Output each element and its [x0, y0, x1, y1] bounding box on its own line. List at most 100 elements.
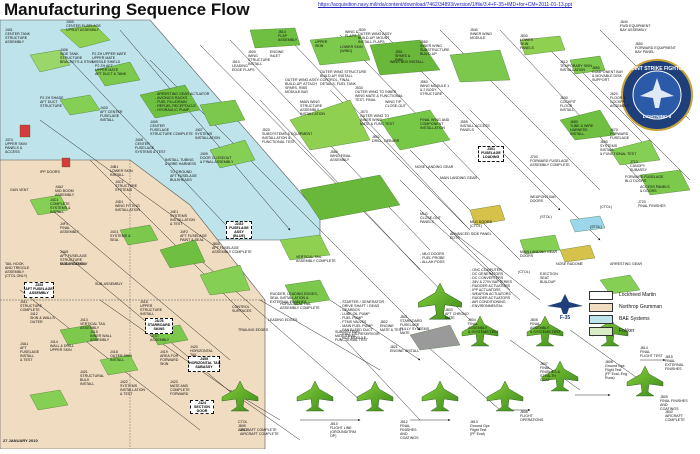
process-label: J600 LOWER SKIN PANELS — [520, 34, 534, 50]
process-label: J814 FINAL FLIGHT TEST — [640, 346, 663, 358]
process-label: J807 FINAL FINISHES & STEALTH COAT — [540, 362, 560, 382]
process-label: J4A5 AFT FUSELAGE STRUCTURE MODIFICATION — [60, 250, 87, 266]
process-label: J610 TEMPORARY SKIN INSTALLATION — [560, 60, 593, 72]
fwd-part-4 — [609, 139, 661, 166]
process-label: TO GROUND AFT FUSELAGE BULKHEADS — [170, 170, 197, 182]
process-label: J421 STRUCTURAL BULK INSTALL — [80, 370, 105, 386]
process-label: J815 FINAL EXTERNAL FINISHES — [665, 355, 684, 371]
wing-part-6 — [379, 109, 451, 151]
process-label: J409 DOOR CLOSEOUT & FINAL ASSEMBLY — [200, 152, 234, 164]
process-label: FORWARD FUSELAGE BLG DOORS — [625, 175, 664, 183]
process-label: RUDDER, LEADING EDGES, SEAL INSTALLATION… — [270, 292, 318, 304]
process-label: (CTOL) — [518, 270, 530, 274]
process-label: CONTROL SURFACES — [232, 305, 252, 313]
process-label: P2 ZH AFT UPPER MATE AFT DUCT & TANK — [95, 64, 127, 76]
center-fuselage-part — [59, 24, 111, 49]
wing-part-2 — [309, 34, 371, 66]
process-label: J412 SKIN & WALLS OUTER — [30, 312, 55, 324]
aft-duct-part — [59, 94, 101, 116]
legend-item: Northrop Grumman — [589, 302, 697, 312]
process-label: OUTER WING ASSY: BUILD-UP, ATTACH SPARS,… — [285, 78, 320, 94]
process-label: J408 CENTER FUSELAGE SYSTEMS & TEST — [135, 138, 166, 154]
process-label: J405 CENTER FUSELAGE STRUCTURE COMPLETE — [150, 120, 193, 136]
tail-part-1 — [279, 234, 331, 261]
process-label: P2 ZH UPPER MATE UPPER MATE MISSILE SHIE… — [92, 52, 127, 64]
wing-part-1 — [249, 27, 301, 49]
process-label: HORIZONTAL TAIL ASSEMBLY COMPLETE — [280, 302, 320, 310]
process-label: J414 WALL & DRILL UPPER SKIN — [50, 340, 75, 352]
process-label: J540 INNER WING MODULE — [470, 28, 492, 40]
center-tank-part — [29, 49, 71, 73]
process-label: J401 CENTER TANK STRUCTURE ASSEMBLY — [5, 28, 31, 44]
process-label: J530 OUTER WING ASSY BUILD-UP, MOUNT INS… — [358, 28, 392, 44]
process-label: J830 AIRCRAFT COMPLETE — [665, 410, 685, 422]
process-label: NOSE RADOME — [556, 262, 583, 266]
process-label: ADVANCED SIDE PANEL EDTS — [450, 232, 492, 240]
process-label: TRAILING EDGES — [238, 328, 269, 332]
process-label: WING & FLAPS — [345, 30, 359, 38]
aft-part-5 — [59, 324, 99, 346]
process-label: J802 ENGINE MATE & TEST — [380, 320, 404, 332]
process-label: J602 DRILL, DEBURR — [372, 135, 400, 143]
process-label: J411 STRUCTURE COMPLETE — [20, 300, 43, 312]
wing-part-4 — [449, 49, 511, 83]
source-url-link[interactable]: https://acquisition.navy.mil/rda/content… — [318, 2, 572, 8]
process-label: TAIL HOOK AND TRIGGLE ASSEMBLY (CTOL ONL… — [5, 262, 30, 278]
process-label: (STOL) — [540, 215, 552, 219]
process-label: NOSE LANDING GEAR — [415, 165, 454, 169]
nose-gear-part — [559, 244, 596, 263]
process-label: J812 FINAL FINISHES AND COATINGS — [400, 420, 419, 440]
process-label: MAIN WING STRUCTURE ASSEMBLY INSTALLATIO… — [300, 100, 326, 116]
fwd-part-3 — [559, 109, 616, 141]
process-label: MLG DOORS (CTOL) — [470, 220, 492, 228]
process-label: J510 LEADING EDGE FLAPS — [232, 60, 255, 72]
legend-item: Fokker — [589, 326, 697, 336]
tail-part-2 — [284, 279, 331, 306]
flow-lines — [19, 29, 691, 441]
dashed-box: J424 SECTION DOOR — [190, 400, 214, 414]
aft-part-6 — [99, 354, 139, 376]
process-label: J418 OUTER SKIN INSTALL — [110, 350, 132, 362]
aircraft-1 — [461, 315, 499, 347]
process-label: SUB-ASSEMBLY — [60, 262, 88, 266]
process-label: J4F2 AFT FUSELAGE PAINT & SEAL — [180, 230, 207, 242]
process-label: J808 FLIGHT OPERATIONS — [520, 410, 544, 422]
process-label: J413 VERTICAL TAIL ASSEMBLY — [80, 318, 106, 330]
process-label: CTOL J899 AIRCRAFT COMPLETE — [238, 420, 277, 432]
process-label: J514 FLAP ASSEMBLY — [278, 30, 298, 42]
process-label: J474 UPPER SKIN PANELS & ACCESS — [5, 138, 27, 154]
process-label: J821 ENGINE INSTALL — [390, 345, 420, 353]
aircraft-8 — [356, 380, 394, 412]
wing-part-5 — [289, 99, 371, 151]
process-label: OUTER WING STRUCTURE BUILD-UP, INSTALL C… — [320, 70, 367, 86]
process-label: J640 FWD EQUIPMENT BAY ASSEMBLY — [620, 20, 651, 32]
process-label: WEAPONS BAY DOORS — [530, 195, 557, 203]
process-label: J570 OUTER WING TO INNER WING MATE & FUN… — [360, 110, 395, 126]
door-closeout-part — [209, 139, 256, 169]
process-label: IPP DOORS — [40, 170, 60, 174]
process-label: WING TIP CLOSE-OUT — [385, 100, 406, 108]
dashed-box: J4/J5 STARBOARD SKINS — [145, 318, 173, 334]
aft-part-8 — [29, 389, 69, 411]
aircraft-mate — [418, 282, 462, 320]
process-label: J550 INNER WING SUBSTRUCTURE BUILD-UP — [420, 40, 450, 56]
process-label: J403 AFT CENTER FUSELAGE INSTALL — [100, 106, 123, 122]
process-label: J555 INSTALL ACCESS PANELS — [460, 120, 490, 132]
process-label: WING BOX INSTALL — [390, 60, 424, 64]
process-label: J4E1 SYSTEMS INSTALLATION & TEST — [170, 210, 196, 226]
process-label: J806 Ground Ops Flight Test (FF Eval, En… — [605, 360, 627, 380]
process-label: J660 COMPONENT BAY & MOVABLE DISK SUPPOR… — [592, 66, 624, 82]
process-label: J720 FINAL FINISHES — [638, 200, 666, 208]
legend-swatch — [589, 326, 613, 336]
fuselage-assembly-part — [299, 174, 401, 221]
process-label: J415 INNER WALL ASSEMBLY — [90, 330, 112, 342]
process-label: J620 FLOOR & COCKPIT ASSEMBLY — [610, 92, 630, 108]
aft-part-2 — [119, 224, 159, 246]
process-label: J809 FINAL FINISHES AND COATINGS — [660, 395, 688, 411]
process-label: J710 CANOPY SUBASSY — [630, 160, 647, 172]
legend-swatch — [589, 314, 613, 324]
legend-label: Northrop Grumman — [619, 304, 663, 310]
aircraft-group — [221, 282, 664, 412]
